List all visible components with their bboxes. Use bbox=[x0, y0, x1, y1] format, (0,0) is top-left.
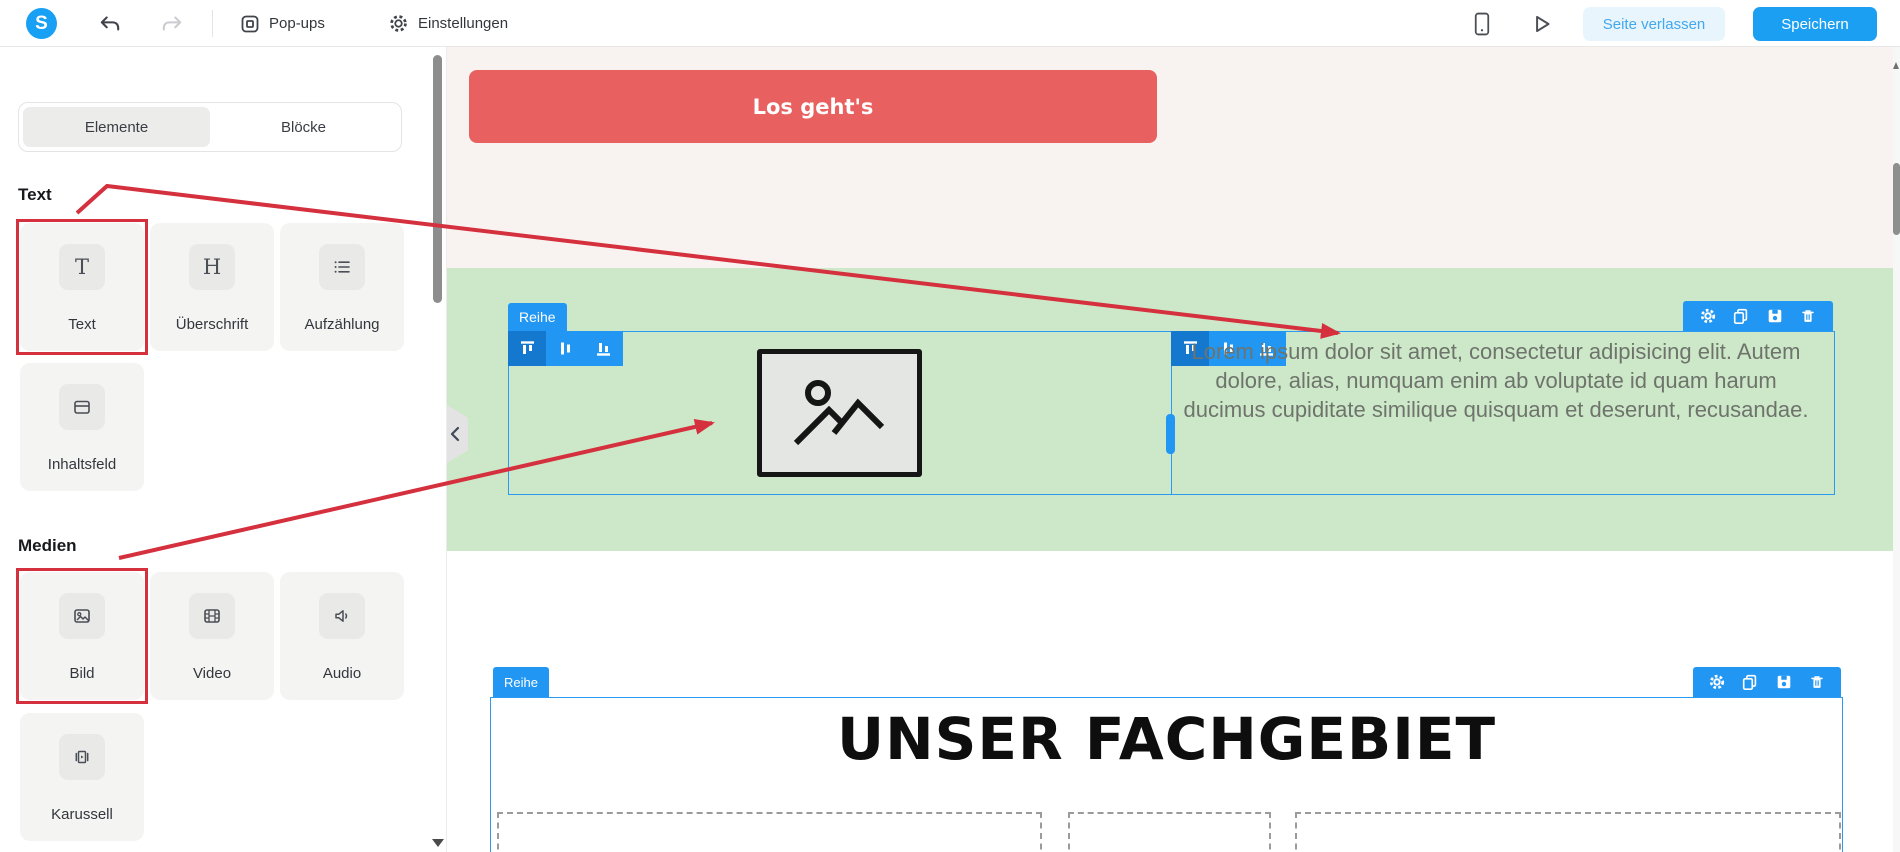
tile-inhaltsfeld-label: Inhaltsfeld bbox=[47, 456, 117, 473]
row2-heading-element[interactable]: UNSER FACHGEBIET bbox=[836, 705, 1497, 773]
tile-audio[interactable]: Audio bbox=[280, 572, 404, 700]
popups-button[interactable]: Pop-ups bbox=[240, 0, 325, 47]
chevron-left-icon bbox=[450, 426, 460, 442]
bullet-list-icon bbox=[319, 244, 365, 290]
row2-tag[interactable]: Reihe bbox=[493, 667, 549, 697]
tile-video-label: Video bbox=[192, 665, 232, 682]
tile-ueberschrift-label: Überschrift bbox=[175, 316, 249, 333]
tile-aufzaehlung-label: Aufzählung bbox=[304, 316, 380, 333]
leave-page-button[interactable]: Seite verlassen bbox=[1583, 7, 1725, 41]
row-settings-gear-icon[interactable] bbox=[1699, 307, 1717, 325]
tile-karussell[interactable]: Karussell bbox=[20, 713, 144, 841]
app-logo[interactable]: S bbox=[26, 8, 57, 39]
tab-elemente[interactable]: Elemente bbox=[23, 107, 210, 147]
tile-text-label: Text bbox=[68, 316, 96, 333]
audio-icon bbox=[319, 593, 365, 639]
tile-bild-label: Bild bbox=[69, 665, 95, 682]
page-scrollbar-thumb[interactable] bbox=[1893, 163, 1900, 235]
preview-play-icon[interactable] bbox=[1530, 12, 1554, 36]
gear-icon bbox=[390, 15, 407, 32]
row-save-floppy-icon[interactable] bbox=[1775, 673, 1793, 691]
tile-aufzaehlung[interactable]: Aufzählung bbox=[280, 223, 404, 351]
align-bottom-icon[interactable] bbox=[585, 331, 623, 366]
row-delete-trash-icon[interactable] bbox=[1808, 673, 1826, 691]
settings-label: Einstellungen bbox=[418, 15, 509, 32]
tile-video[interactable]: Video bbox=[150, 572, 274, 700]
heading-icon: H bbox=[189, 244, 235, 290]
row1-text-element[interactable]: Lorem ipsum dolor sit amet, consectetur … bbox=[1183, 339, 1809, 422]
row-duplicate-copy-icon[interactable] bbox=[1741, 673, 1759, 691]
row1-tag[interactable]: Reihe bbox=[508, 303, 567, 331]
sidebar-tabs: Elemente Blöcke bbox=[18, 102, 402, 152]
tile-ueberschrift[interactable]: H Überschrift bbox=[150, 223, 274, 351]
video-icon bbox=[189, 593, 235, 639]
editor-canvas: Los geht's Reihe bbox=[447, 47, 1893, 852]
save-button[interactable]: Speichern bbox=[1753, 7, 1877, 41]
hero-section: Los geht's bbox=[447, 47, 1893, 268]
sidebar-scrollbar-thumb[interactable] bbox=[433, 55, 442, 303]
row2-action-toolbar bbox=[1693, 667, 1841, 697]
page-scrollbar-up-arrow[interactable] bbox=[1893, 62, 1899, 69]
row1-column2-align-toolbar bbox=[1171, 331, 1286, 366]
drop-placeholder-2[interactable] bbox=[1068, 812, 1271, 852]
align-top-icon[interactable] bbox=[508, 331, 547, 366]
picture-placeholder-icon bbox=[793, 380, 884, 446]
hero-cta-button[interactable]: Los geht's bbox=[469, 70, 1157, 143]
elements-sidebar: Elemente Blöcke Text T Text H Überschrif… bbox=[0, 47, 447, 852]
image-icon bbox=[59, 593, 105, 639]
sidebar-scrollbar-down-arrow[interactable] bbox=[432, 839, 444, 847]
section-title-text: Text bbox=[18, 185, 52, 204]
row-delete-trash-icon[interactable] bbox=[1799, 307, 1817, 325]
content-field-icon bbox=[59, 384, 105, 430]
align-middle-icon[interactable] bbox=[546, 331, 584, 366]
row1-column1-align-toolbar bbox=[508, 331, 623, 366]
tab-bloecke[interactable]: Blöcke bbox=[280, 118, 327, 136]
drop-placeholder-1[interactable] bbox=[497, 812, 1042, 852]
tile-bild[interactable]: Bild bbox=[20, 572, 144, 700]
align-middle-icon[interactable] bbox=[1209, 331, 1247, 366]
image-placeholder[interactable] bbox=[757, 349, 922, 477]
row-duplicate-copy-icon[interactable] bbox=[1732, 307, 1750, 325]
align-top-icon[interactable] bbox=[1171, 331, 1210, 366]
row-save-floppy-icon[interactable] bbox=[1766, 307, 1784, 325]
tile-audio-label: Audio bbox=[322, 665, 362, 682]
column-resize-handle[interactable] bbox=[1166, 414, 1175, 454]
settings-button[interactable]: Einstellungen bbox=[388, 0, 508, 47]
mobile-preview-icon[interactable] bbox=[1472, 12, 1492, 36]
align-bottom-icon[interactable] bbox=[1248, 331, 1286, 366]
redo-icon[interactable] bbox=[160, 12, 184, 36]
toolbar-divider bbox=[212, 10, 213, 37]
tile-karussell-label: Karussell bbox=[51, 806, 113, 823]
row1-column-divider bbox=[1171, 331, 1172, 495]
undo-icon[interactable] bbox=[98, 12, 122, 36]
popup-window-icon bbox=[241, 15, 259, 32]
row-settings-gear-icon[interactable] bbox=[1708, 673, 1726, 691]
tile-inhaltsfeld[interactable]: Inhaltsfeld bbox=[20, 363, 144, 491]
drop-placeholder-3[interactable] bbox=[1295, 812, 1841, 852]
row1-action-toolbar bbox=[1683, 301, 1833, 331]
carousel-icon bbox=[59, 734, 105, 780]
page-scrollbar-track[interactable] bbox=[1893, 47, 1900, 852]
popups-label: Pop-ups bbox=[269, 15, 325, 32]
section-title-medien: Medien bbox=[18, 536, 77, 555]
top-toolbar: S Pop-ups Einstellungen Seite verlassen … bbox=[0, 0, 1900, 47]
text-icon: T bbox=[59, 244, 105, 290]
tile-text[interactable]: T Text bbox=[20, 223, 144, 351]
